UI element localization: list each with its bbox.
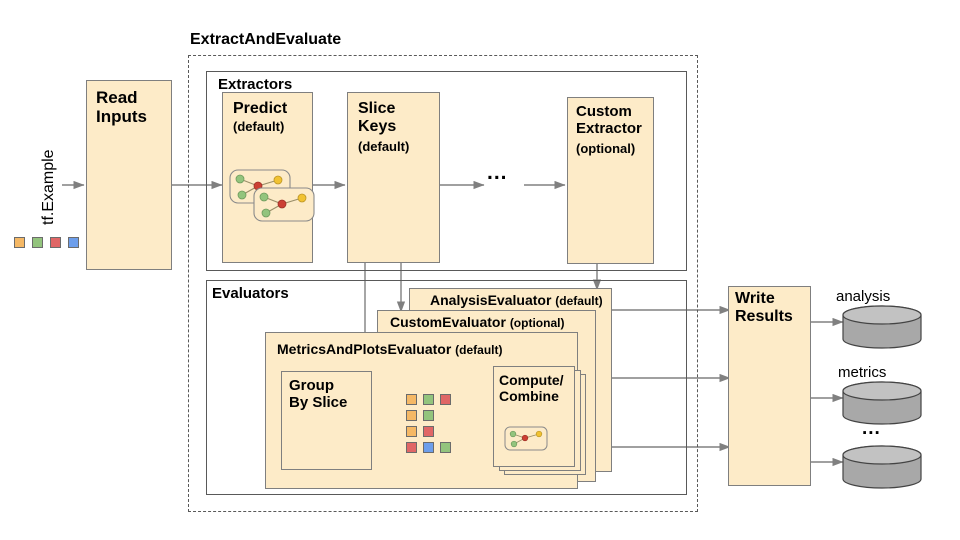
write-results-box[interactable] (728, 286, 811, 486)
swatch-blue (423, 442, 434, 453)
output-label-metrics: metrics (838, 364, 887, 381)
analysis-evaluator-sublabel: (default) (555, 294, 603, 308)
output-label-analysis: analysis (836, 288, 891, 305)
slice-keys-sublabel: (default) (358, 139, 410, 154)
extract-and-evaluate-box (188, 55, 698, 512)
analysis-evaluator-label: AnalysisEvaluator (430, 292, 552, 308)
swatch-orange (406, 426, 417, 437)
custom-extractor-label: Custom Extractor (576, 103, 642, 137)
swatch-red (50, 237, 61, 248)
custom-evaluator-label: CustomEvaluator (390, 314, 506, 330)
custom-evaluator-title: CustomEvaluator (optional) (390, 314, 564, 330)
metrics-and-plots-evaluator-label: MetricsAndPlotsEvaluator (277, 341, 452, 357)
group-by-slice-label: Group By Slice (289, 377, 348, 411)
metrics-and-plots-evaluator-title: MetricsAndPlotsEvaluator (default) (277, 341, 502, 357)
slice-row (406, 424, 451, 440)
slice-row (406, 440, 451, 456)
slice-row (406, 408, 451, 424)
slice-row (406, 392, 451, 408)
compute-combine-label: Compute/ Combine (499, 372, 564, 404)
swatch-red (406, 442, 417, 453)
read-inputs-box[interactable] (86, 80, 172, 270)
swatch-orange (406, 394, 417, 405)
swatch-orange (14, 237, 25, 248)
evaluators-group-box (206, 280, 687, 495)
slice-keys-label: Slice Keys (358, 100, 397, 135)
predict-sublabel: (default) (233, 119, 285, 134)
slice-swatch-grid (406, 392, 451, 456)
swatch-green (423, 410, 434, 421)
read-inputs-label: Read Inputs (96, 88, 147, 127)
extract-and-evaluate-title: ExtractAndEvaluate (190, 31, 342, 48)
swatch-green (32, 237, 43, 248)
tf-example-swatches (14, 235, 79, 253)
custom-extractor-sublabel: (optional) (576, 141, 636, 156)
extractor-ellipsis: ... (487, 161, 508, 184)
custom-extractor-box[interactable] (567, 97, 654, 264)
predict-label: Predict (233, 100, 288, 117)
metrics-and-plots-evaluator-sublabel: (default) (455, 343, 503, 357)
custom-evaluator-sublabel: (optional) (509, 316, 565, 330)
swatch-green (423, 394, 434, 405)
extractors-group-box (206, 71, 687, 271)
swatch-red (423, 426, 434, 437)
output-label-ellipsis: ... (862, 418, 881, 439)
evaluators-group-label: Evaluators (212, 285, 289, 302)
write-results-label: Write Results (735, 290, 793, 325)
swatch-blue (68, 237, 79, 248)
slice-keys-box[interactable] (347, 92, 440, 263)
swatch-green (440, 442, 451, 453)
swatch-orange (406, 410, 417, 421)
analysis-evaluator-title: AnalysisEvaluator (default) (430, 292, 603, 308)
swatch-red (440, 394, 451, 405)
extractors-group-label: Extractors (218, 76, 293, 93)
input-label: tf.Example (40, 149, 57, 225)
group-by-slice-box[interactable] (281, 371, 372, 470)
